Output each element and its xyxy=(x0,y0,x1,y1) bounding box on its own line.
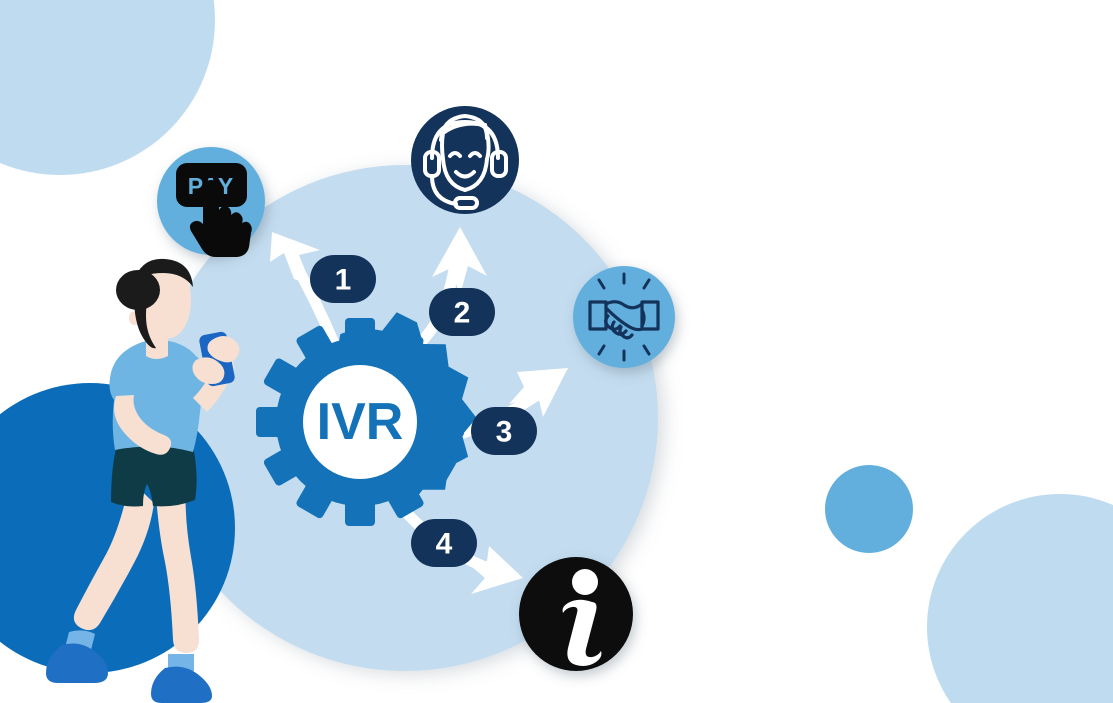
woman-using-phone xyxy=(46,258,240,703)
ivr-gear[interactable]: IVR xyxy=(256,312,477,526)
arrow-head-2 xyxy=(432,227,487,295)
decor-circle-top-left xyxy=(0,0,215,175)
handshake-sparkle-rays xyxy=(597,272,651,362)
step-badge-1-label: 1 xyxy=(335,264,352,297)
person-shoe-right xyxy=(151,666,212,703)
agent-mic-tip xyxy=(453,196,479,210)
person-back-leg xyxy=(73,480,154,631)
pay-hand-shape xyxy=(189,180,252,257)
step-badge-3-label: 3 xyxy=(496,416,513,449)
person-sleeve-left xyxy=(109,352,130,400)
handshake-finger-2 xyxy=(610,320,628,336)
info-dot xyxy=(572,569,598,595)
headset-agent-icon xyxy=(423,113,508,210)
agent-eye-right xyxy=(468,151,482,158)
person-shoe-left xyxy=(46,643,108,683)
person-ear xyxy=(129,311,137,326)
flow-arrow-heads xyxy=(270,227,568,594)
gear-hub xyxy=(303,365,417,479)
arrow-head-1 xyxy=(270,232,320,285)
handshake-top xyxy=(604,300,644,310)
person-hand-left xyxy=(192,357,225,384)
node-info[interactable] xyxy=(519,557,633,671)
step-badge-4-label: 4 xyxy=(436,528,453,561)
step-badge-4[interactable]: 4 xyxy=(411,519,477,567)
person-hand-right xyxy=(207,336,240,363)
person-hair-bun xyxy=(116,270,160,310)
step-badge-1[interactable]: 1 xyxy=(310,255,376,303)
agent-headband xyxy=(430,119,500,160)
agent-eye-left xyxy=(448,151,462,158)
decor-circle-bottom-right-small xyxy=(825,465,913,553)
agent-earcup-right xyxy=(490,150,508,178)
step-badge-3-pill xyxy=(471,407,537,455)
arrow-head-4 xyxy=(464,546,523,594)
pay-hand-icon: PAY xyxy=(176,163,252,257)
decor-circle-bottom-right-large xyxy=(927,494,1113,703)
person-skirt xyxy=(111,439,197,507)
node-info-circle xyxy=(519,557,633,671)
step-badge-2-pill xyxy=(429,288,495,336)
handshake-grip xyxy=(604,306,644,332)
step-badge-2[interactable]: 2 xyxy=(429,288,495,336)
handshake-icon xyxy=(588,272,660,362)
step-badge-1-pill xyxy=(310,255,376,303)
handshake-finger-3 xyxy=(618,325,634,340)
step-badge-2-label: 2 xyxy=(454,297,471,330)
person-arm-left xyxy=(114,395,172,455)
ivr-gear-label: IVR xyxy=(317,393,404,451)
node-handshake[interactable] xyxy=(573,266,675,368)
agent-mic-boom xyxy=(430,174,458,206)
agent-smile xyxy=(454,170,476,179)
information-icon xyxy=(562,569,602,666)
info-stem xyxy=(562,599,602,666)
handshake-finger-1 xyxy=(604,314,622,331)
step-badge-3[interactable]: 3 xyxy=(471,407,537,455)
person-hair-top xyxy=(133,258,193,287)
handshake-cuff-left xyxy=(588,300,608,331)
step-badge-4-pill xyxy=(411,519,477,567)
person-hair-side xyxy=(134,292,156,349)
arrow-head-3 xyxy=(509,368,568,417)
handshake-thumb xyxy=(640,308,646,328)
person-front-leg xyxy=(155,482,199,653)
node-handshake-circle xyxy=(573,266,675,368)
